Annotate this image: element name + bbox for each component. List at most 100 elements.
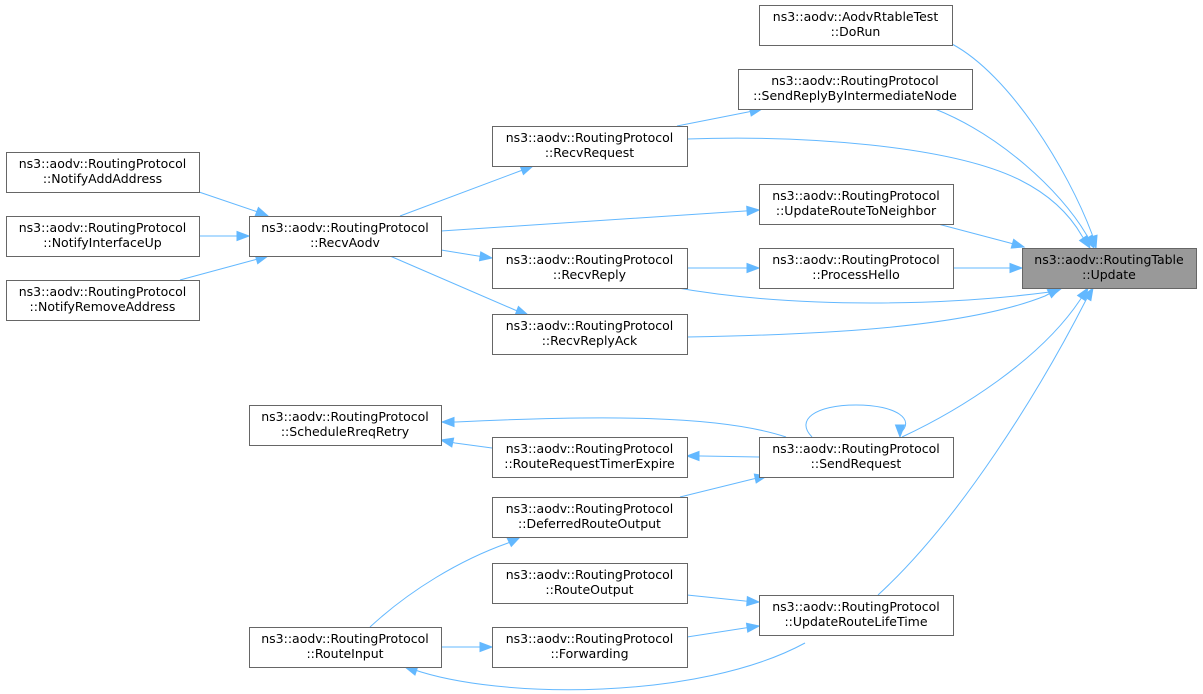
arrowhead <box>254 206 270 217</box>
node-namespace-label: ns3::aodv::RoutingProtocol <box>506 252 674 267</box>
node-function-label: ::NotifyInterfaceUp <box>43 235 161 250</box>
node-namespace-label: ns3::aodv::RoutingProtocol <box>772 188 940 203</box>
edge-line <box>442 417 787 438</box>
node-schedulerreq[interactable]: ns3::aodv::RoutingProtocol::ScheduleRreq… <box>249 405 442 446</box>
node-box <box>6 216 200 257</box>
node-routeinput[interactable]: ns3::aodv::RoutingProtocol::RouteInput <box>249 627 442 668</box>
node-function-label: ::NotifyAddAddress <box>43 171 162 186</box>
node-box <box>249 405 442 446</box>
edge-recvreply-to-update <box>671 286 1064 304</box>
node-namespace-label: ns3::aodv::RoutingProtocol <box>772 441 940 456</box>
arrowhead <box>478 251 494 262</box>
node-box <box>759 595 954 636</box>
edge-line <box>901 287 1089 438</box>
node-deferred[interactable]: ns3::aodv::RoutingProtocol::DeferredRout… <box>492 497 688 538</box>
edge-line <box>399 165 534 217</box>
edge-sendreplyim-to-update <box>934 108 1095 250</box>
node-box <box>759 248 954 289</box>
node-namespace-label: ns3::aodv::RoutingProtocol <box>771 73 939 88</box>
edge-notifyremove-to-recvaodv <box>179 254 270 281</box>
edge-processhello-to-update <box>953 262 1024 274</box>
node-namespace-label: ns3::aodv::RoutingProtocol <box>19 284 187 299</box>
node-recvreplyack[interactable]: ns3::aodv::RoutingProtocol::RecvReplyAck <box>492 314 688 355</box>
arrowhead <box>746 595 761 607</box>
edge-routeinput-to-forwarding <box>441 641 494 653</box>
node-namespace-label: ns3::aodv::RoutingProtocol <box>261 220 429 235</box>
node-box <box>759 5 953 46</box>
node-routeoutput[interactable]: ns3::aodv::RoutingProtocol::RouteOutput <box>492 563 688 604</box>
node-box <box>492 563 688 604</box>
node-namespace-label: ns3::aodv::RoutingProtocol <box>506 130 674 145</box>
arrowhead <box>1010 238 1026 249</box>
node-box <box>249 216 442 257</box>
node-box <box>492 248 688 289</box>
arrowhead <box>514 305 530 316</box>
edge-updateneighbor-to-update <box>937 223 1026 249</box>
node-update[interactable]: ns3::aodv::RoutingTable::Update <box>1022 248 1197 289</box>
edge-sendrequest-to-routereqtimer <box>685 450 760 462</box>
edge-line <box>951 43 1097 249</box>
node-notifyup[interactable]: ns3::aodv::RoutingProtocol::NotifyInterf… <box>6 216 200 257</box>
node-box <box>492 314 688 355</box>
node-box <box>1022 248 1197 289</box>
edge-recvaodv-to-updateneighbor <box>440 205 761 232</box>
node-routereqtimer[interactable]: ns3::aodv::RoutingProtocol::RouteRequest… <box>492 437 688 478</box>
edge-line <box>686 137 1091 249</box>
arrowhead <box>479 641 494 653</box>
edge-line <box>679 475 768 498</box>
node-namespace-label: ns3::aodv::RoutingProtocol <box>506 318 674 333</box>
edge-recvreplyack-to-update <box>686 287 1062 338</box>
node-recvrequest[interactable]: ns3::aodv::RoutingProtocol::RecvRequest <box>492 126 688 167</box>
node-namespace-label: ns3::aodv::RoutingProtocol <box>506 631 674 646</box>
edge-sendrequest-to-schedulerreq <box>440 416 787 438</box>
node-function-label: ::RouteInput <box>306 646 383 661</box>
node-processhello[interactable]: ns3::aodv::RoutingProtocol::ProcessHello <box>759 248 954 289</box>
node-namespace-label: ns3::aodv::RoutingProtocol <box>506 441 674 456</box>
node-function-label: ::Update <box>1082 267 1136 282</box>
arrowhead <box>440 416 455 428</box>
node-function-label: ::RecvReply <box>553 267 627 282</box>
arrowhead <box>1082 286 1094 302</box>
node-function-label: ::RecvAodv <box>310 235 380 250</box>
arrowhead <box>519 165 535 176</box>
edge-line <box>937 223 1025 248</box>
node-notifyadd[interactable]: ns3::aodv::RoutingProtocol::NotifyAddAdd… <box>6 152 200 193</box>
node-box <box>759 437 954 478</box>
node-function-label: ::RouteOutput <box>545 582 633 597</box>
node-box <box>738 69 973 110</box>
edges-layer <box>179 43 1098 691</box>
arrowhead <box>1046 287 1062 299</box>
node-namespace-label: ns3::aodv::AodvRtableTest <box>773 9 939 24</box>
node-recvaodv[interactable]: ns3::aodv::RoutingProtocol::RecvAodv <box>249 216 442 257</box>
arrowhead <box>236 230 251 242</box>
node-notifyremove[interactable]: ns3::aodv::RoutingProtocol::NotifyRemove… <box>6 280 200 321</box>
node-function-label: ::SendRequest <box>811 456 902 471</box>
arrowhead <box>1078 234 1091 250</box>
arrowhead <box>506 536 522 548</box>
node-sendreplyim[interactable]: ns3::aodv::RoutingProtocol::SendReplyByI… <box>738 69 973 110</box>
node-updatelifetime[interactable]: ns3::aodv::RoutingProtocol::UpdateRouteL… <box>759 595 954 636</box>
edge-line <box>805 404 907 438</box>
edge-recvrequest-to-update <box>686 137 1091 250</box>
node-namespace-label: ns3::aodv::RoutingProtocol <box>506 501 674 516</box>
node-box <box>492 627 688 668</box>
node-namespace-label: ns3::aodv::RoutingProtocol <box>19 220 187 235</box>
node-forwarding[interactable]: ns3::aodv::RoutingProtocol::Forwarding <box>492 627 688 668</box>
node-function-label: ::ScheduleRreqRetry <box>281 424 410 439</box>
edge-line <box>369 536 521 628</box>
node-recvreply[interactable]: ns3::aodv::RoutingProtocol::RecvReply <box>492 248 688 289</box>
node-dorun[interactable]: ns3::aodv::AodvRtableTest::DoRun <box>759 5 953 46</box>
node-updateneighbor[interactable]: ns3::aodv::RoutingProtocol::UpdateRouteT… <box>759 184 954 225</box>
edge-sendrequest-to-deferred <box>679 473 769 498</box>
node-box <box>759 184 954 225</box>
arrowhead <box>439 437 455 448</box>
node-namespace-label: ns3::aodv::RoutingProtocol <box>506 567 674 582</box>
arrowhead <box>894 424 906 439</box>
edge-line <box>440 209 760 232</box>
node-namespace-label: ns3::aodv::RoutingTable <box>1034 252 1184 267</box>
node-sendrequest[interactable]: ns3::aodv::RoutingProtocol::SendRequest <box>759 437 954 478</box>
edge-recvreply-to-processhello <box>687 262 761 274</box>
nodes-layer: ns3::aodv::RoutingTable::Updatens3::aodv… <box>6 5 1197 668</box>
edge-line <box>404 642 806 691</box>
